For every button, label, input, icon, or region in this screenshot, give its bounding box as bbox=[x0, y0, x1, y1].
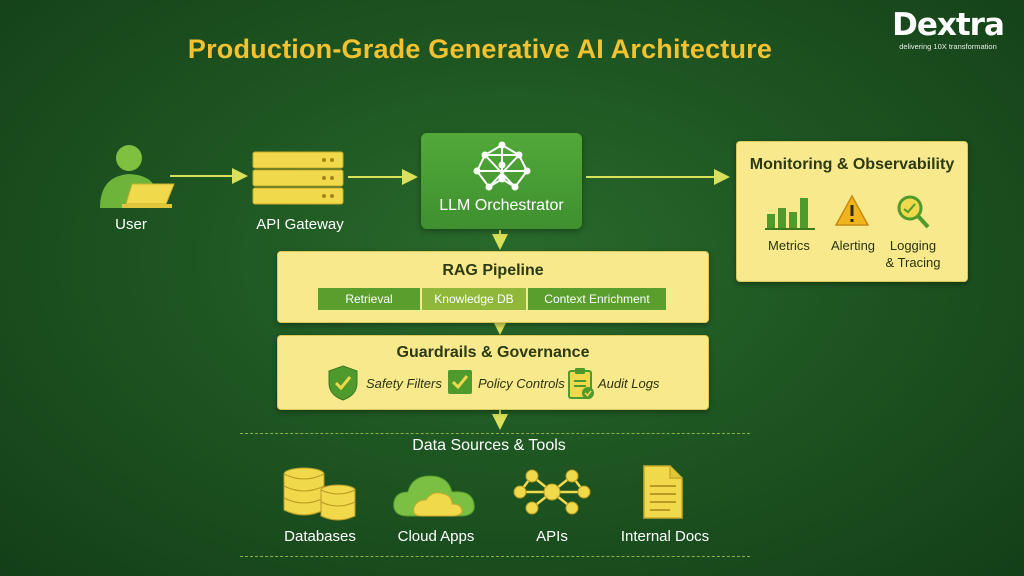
cloud-apps-label: Cloud Apps bbox=[397, 528, 475, 545]
server-stack-icon bbox=[252, 151, 344, 205]
diagram-title: Production-Grade Generative AI Architect… bbox=[187, 34, 773, 64]
document-icon bbox=[643, 465, 683, 519]
safety-filters-label: Safety Filters bbox=[366, 376, 442, 391]
rag-step-context-enrichment: Context Enrichment bbox=[528, 288, 666, 310]
metrics-label: Metrics bbox=[768, 238, 810, 253]
databases-label: Databases bbox=[284, 528, 356, 545]
llm-orchestrator-node: LLM Orchestrator bbox=[421, 133, 582, 229]
tracing-label: & Tracing bbox=[885, 255, 941, 270]
monitoring-panel: Monitoring & Observability Metrics Alert… bbox=[736, 141, 968, 282]
brand-logo: Dextra delivering 10X transformation bbox=[878, 8, 1018, 51]
rag-step-knowledge-db: Knowledge DB bbox=[422, 288, 526, 310]
neural-network-icon bbox=[473, 141, 531, 191]
api-network-icon bbox=[513, 469, 591, 515]
api-gateway-label: API Gateway bbox=[256, 216, 344, 233]
logging-label: Logging bbox=[889, 238, 937, 253]
alert-icon bbox=[835, 194, 869, 226]
user-icon bbox=[100, 145, 175, 208]
alerting-label: Alerting bbox=[830, 238, 876, 253]
divider-top bbox=[240, 433, 750, 434]
bar-chart-icon bbox=[765, 198, 815, 230]
rag-pipeline-panel: RAG Pipeline Retrieval Knowledge DB Cont… bbox=[277, 251, 709, 323]
policy-controls-label: Policy Controls bbox=[478, 376, 565, 391]
orchestrator-label: LLM Orchestrator bbox=[439, 197, 564, 214]
rag-step-retrieval: Retrieval bbox=[318, 288, 420, 310]
monitoring-title: Monitoring & Observability bbox=[749, 156, 955, 173]
guardrails-title: Guardrails & Governance bbox=[396, 344, 590, 361]
database-icon bbox=[283, 467, 356, 521]
data-sources-title: Data Sources & Tools bbox=[412, 437, 566, 454]
internal-docs-label: Internal Docs bbox=[620, 528, 710, 545]
magnifier-icon bbox=[897, 195, 930, 229]
clipboard-icon bbox=[568, 368, 594, 399]
audit-logs-label: Audit Logs bbox=[598, 376, 660, 391]
divider-bottom bbox=[240, 556, 750, 557]
rag-title: RAG Pipeline bbox=[442, 262, 544, 279]
guardrails-panel: Guardrails & Governance Safety Filters P… bbox=[277, 335, 709, 410]
brand-name: Dextra bbox=[892, 7, 1005, 43]
user-label: User bbox=[115, 216, 147, 233]
apis-label: APIs bbox=[536, 528, 568, 545]
shield-check-icon bbox=[328, 365, 358, 401]
brand-tagline: delivering 10X transformation bbox=[899, 42, 997, 51]
cloud-icon bbox=[393, 475, 475, 517]
checkbox-icon bbox=[448, 370, 472, 394]
